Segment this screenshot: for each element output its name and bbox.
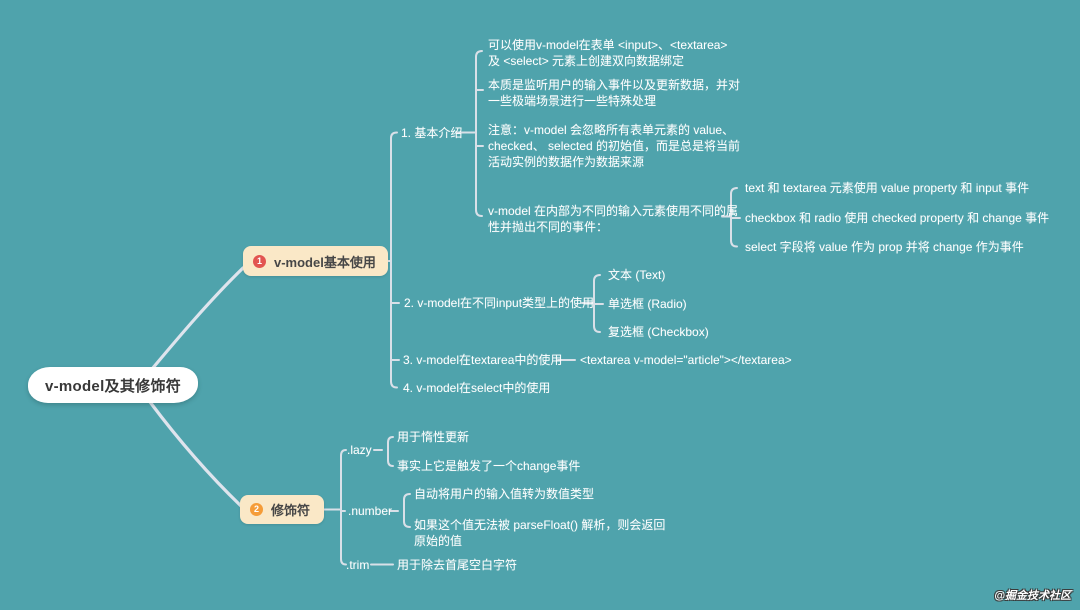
detail-trim-whitespace[interactable]: 用于除去首尾空白字符 <box>397 557 518 572</box>
detail-lazy-change-event[interactable]: 事实上它是触发了一个change事件 <box>397 459 581 473</box>
detail-lazy-update[interactable]: 用于惰性更新 <box>397 430 470 444</box>
branch-1-label: v-model基本使用 <box>274 254 376 270</box>
branch-2-label: 修饰符 <box>271 503 311 518</box>
detail-text-textarea-value-input[interactable]: text 和 textarea 元素使用 value property 和 in… <box>745 181 1030 195</box>
branch-1-badge: 1 <box>253 254 266 268</box>
detail-listen-input-events[interactable]: 本质是监听用户的输入事件以及更新数据，并对 一些极端场景进行一些特殊处理 <box>488 78 741 108</box>
node-lazy-modifier[interactable]: .lazy <box>347 443 372 457</box>
branch-node-modifiers[interactable]: 2 修饰符 <box>240 495 324 524</box>
node-checkbox-type[interactable]: 复选框 (Checkbox) <box>608 325 709 339</box>
juejin-watermark: @掘金技术社区 <box>994 590 1071 602</box>
root-node[interactable]: v-model及其修饰符 <box>28 367 198 403</box>
detail-textarea-code[interactable]: <textarea v-model="article"></textarea> <box>580 353 792 367</box>
detail-checkbox-radio-checked-change[interactable]: checkbox 和 radio 使用 checked property 和 c… <box>745 211 1050 225</box>
node-4-select-usage[interactable]: 4. v-model在select中的使用 <box>403 380 551 395</box>
node-radio-type[interactable]: 单选框 (Radio) <box>608 297 687 311</box>
branch-2-badge: 2 <box>250 503 263 516</box>
node-3-textarea-usage[interactable]: 3. v-model在textarea中的使用 <box>403 353 563 367</box>
detail-ignore-initial-value[interactable]: 注意：v-model 会忽略所有表单元素的 value、 checked、 se… <box>488 123 741 169</box>
branch-node-basic-usage[interactable]: 1 v-model基本使用 <box>243 246 388 276</box>
node-trim-modifier[interactable]: .trim <box>346 557 370 572</box>
node-2-input-types[interactable]: 2. v-model在不同input类型上的使用 <box>404 296 595 310</box>
detail-number-parsefloat[interactable]: 如果这个值无法被 parseFloat() 解析，则会返回 原始的值 <box>414 518 666 548</box>
node-text-type[interactable]: 文本 (Text) <box>608 268 666 282</box>
node-1-basic-intro[interactable]: 1. 基本介绍 <box>401 125 463 140</box>
detail-select-value-prop-change[interactable]: select 字段将 value 作为 prop 并将 change 作为事件 <box>745 239 1024 254</box>
detail-two-way-binding[interactable]: 可以使用v-model在表单 <input>、<textarea> 及 <sel… <box>488 38 728 68</box>
detail-number-convert[interactable]: 自动将用户的输入值转为数值类型 <box>414 487 595 501</box>
detail-different-props-events[interactable]: v-model 在内部为不同的输入元素使用不同的属 性并抛出不同的事件： <box>488 204 739 234</box>
root-node-label: v-model及其修饰符 <box>44 377 182 395</box>
node-number-modifier[interactable]: .number <box>348 504 393 518</box>
